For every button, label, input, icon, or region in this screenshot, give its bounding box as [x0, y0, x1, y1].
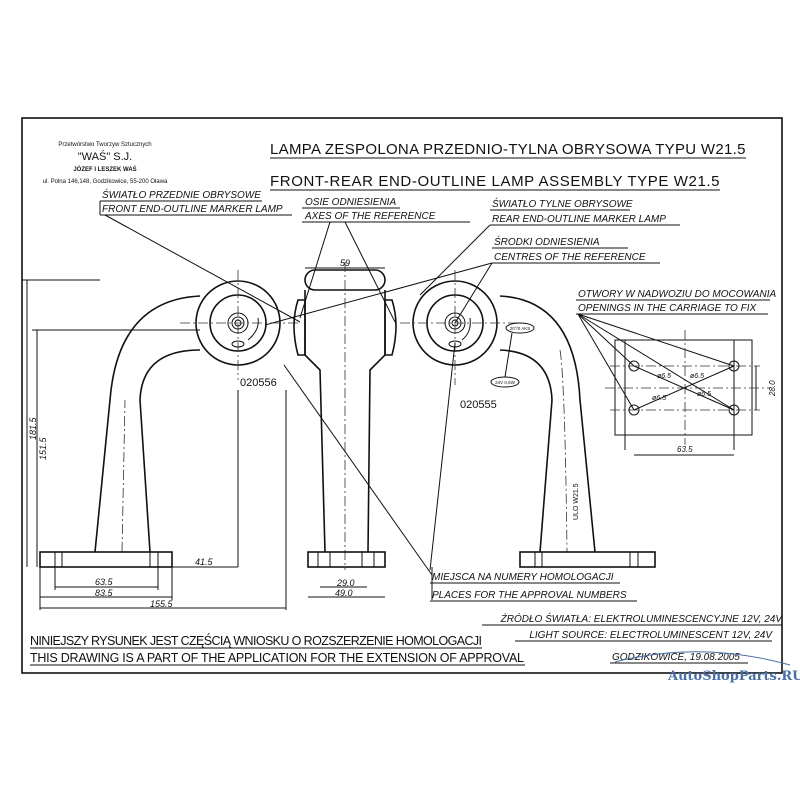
svg-text:63.5: 63.5: [95, 577, 114, 587]
svg-text:41.5: 41.5: [195, 557, 214, 567]
note-en: THIS DRAWING IS A PART OF THE APPLICATIO…: [30, 651, 524, 665]
side-view: [293, 262, 397, 570]
svg-text:28.0: 28.0: [768, 380, 777, 397]
badge-approval-1: [505, 322, 535, 334]
watermark-swoosh: [614, 651, 791, 666]
front-lamp-base: [39, 551, 173, 568]
svg-text:83.5: 83.5: [95, 588, 114, 598]
svg-text:49.0: 49.0: [335, 588, 353, 598]
svg-text:ø6.5: ø6.5: [652, 395, 666, 402]
mounting-plate-detail: [605, 330, 770, 456]
part-number-right: 020555: [460, 399, 497, 411]
svg-text:63.5: 63.5: [677, 445, 693, 454]
part-number-left: 020556: [240, 377, 277, 389]
title-en: FRONT-REAR END-OUTLINE LAMP ASSEMBLY TYP…: [270, 173, 720, 190]
label-axes-en: AXES OF THE REFERENCE: [304, 211, 436, 222]
company-block: Przetwórstwo Tworzyw Sztucznych "WAŚ" S.…: [43, 142, 168, 185]
place-date: GODZIKOWICE, 19.08.2005: [612, 652, 740, 663]
label-front-en: FRONT END-OUTLINE MARKER LAMP: [102, 204, 283, 215]
light-source-pl: ŹRÓDŁO ŚWIATŁA: ELEKTROLUMINESCENCYJNE 1…: [500, 612, 784, 625]
label-approval-pl: MIEJSCA NA NUMERY HOMOLOGACJI: [432, 572, 614, 583]
note-pl: NINIEJSZY RYSUNEK JEST CZĘŚCIĄ WNIOSKU O…: [30, 633, 482, 648]
rear-lamp-base: [519, 551, 656, 568]
dimension-lines: [22, 279, 456, 610]
label-rear-en: REAR END-OUTLINE MARKER LAMP: [492, 214, 666, 225]
front-lamp: [39, 270, 300, 568]
svg-text:24V 0,6W: 24V 0,6W: [495, 380, 516, 385]
label-centres-pl: ŚRODKI ODNIESIENIA: [494, 235, 600, 248]
svg-text:ø6.5: ø6.5: [690, 373, 704, 380]
label-approval-en: PLACES FOR THE APPROVAL NUMBERS: [432, 590, 627, 601]
title-pl: LAMPA ZESPOLONA PRZEDNIO-TYLNA OBRYSOWA …: [270, 141, 746, 158]
watermark: AutoShopParts.RU: [667, 669, 800, 684]
svg-text:155.5: 155.5: [150, 599, 174, 609]
svg-text:"WAŚ" S.J.: "WAŚ" S.J.: [78, 150, 132, 163]
svg-text:151.5: 151.5: [38, 436, 48, 460]
svg-text:29.0: 29.0: [336, 578, 355, 588]
svg-text:Przetwórstwo Tworzyw Sztucznyc: Przetwórstwo Tworzyw Sztucznych: [58, 142, 151, 148]
label-centres-en: CENTRES OF THE REFERENCE: [494, 252, 646, 263]
label-front-pl: ŚWIATŁO PRZEDNIE OBRYSOWE: [102, 188, 261, 201]
rear-lamp: [400, 270, 656, 568]
light-source-en: LIGHT SOURCE: ELECTROLUMINESCENT 12V, 24…: [529, 630, 773, 641]
svg-text:ø6.5: ø6.5: [657, 373, 671, 380]
label-openings-en: OPENINGS IN THE CARRIAGE TO FIX: [578, 303, 757, 314]
svg-text:59: 59: [340, 258, 350, 268]
drawing-frame: [21, 117, 783, 674]
label-rear-pl: ŚWIATŁO TYLNE OBRYSOWE: [492, 197, 633, 210]
svg-text:JÓZEF I LESZEK WAŚ: JÓZEF I LESZEK WAŚ: [73, 165, 136, 173]
label-openings-pl: OTWORY W NADWOZIU DO MOCOWANIA: [578, 289, 776, 300]
svg-text:ul. Polna 146,148, Godzikowice: ul. Polna 146,148, Godzikowice, 55-200 O…: [43, 179, 168, 185]
svg-text:20°/0 AKS: 20°/0 AKS: [510, 326, 531, 331]
svg-text:181.5: 181.5: [28, 416, 38, 440]
label-axes-pl: OSIE ODNIESIENIA: [305, 197, 396, 208]
arm-marking: ULO W21.5: [573, 483, 580, 520]
svg-text:ø6.5: ø6.5: [697, 391, 711, 398]
